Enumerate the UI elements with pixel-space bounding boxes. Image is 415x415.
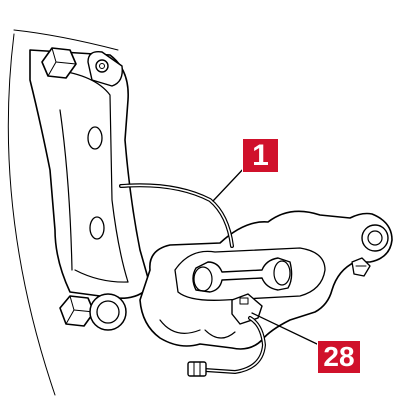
pin-bottom (89, 293, 127, 331)
hex-bolt-bottom (59, 295, 95, 327)
brake-pad-assembly (29, 49, 151, 300)
leader-line-1 (212, 165, 247, 202)
callout-label-28: 28 (317, 340, 361, 374)
pad-hole-lower (89, 216, 105, 240)
leader-line-28 (251, 312, 318, 345)
pin-top (87, 51, 123, 87)
caliper-body (139, 210, 393, 350)
disc-outer-arc (7, 33, 56, 396)
harness-plug (187, 361, 207, 377)
disc-outer-arc-top (13, 29, 119, 51)
callout-label-1: 1 (242, 138, 279, 173)
caliper-mount-hole (361, 224, 389, 252)
pad-hole-upper (87, 126, 103, 150)
wear-sensor-connector (231, 293, 263, 325)
hex-bolt-top (41, 47, 77, 79)
